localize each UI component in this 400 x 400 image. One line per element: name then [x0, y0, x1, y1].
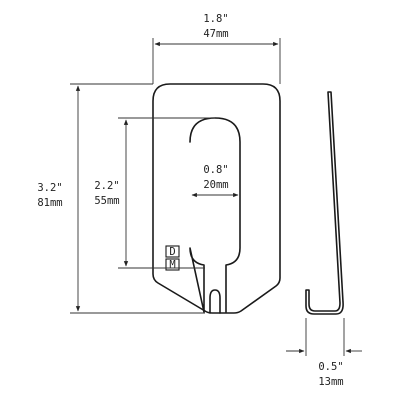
- slot-height-dimension: 2.2" 55mm: [94, 117, 215, 269]
- overall-height-imperial: 3.2": [37, 182, 62, 194]
- overall-height-dimension: 3.2" 81mm: [37, 83, 205, 314]
- overall-width-metric: 47mm: [203, 28, 228, 40]
- hook-depth-imperial: 0.5": [318, 361, 343, 373]
- slot-height-metric: 55mm: [94, 195, 119, 207]
- slot-width-metric: 20mm: [203, 179, 228, 191]
- slot-height-imperial: 2.2": [94, 180, 119, 192]
- svg-text:D: D: [169, 246, 175, 258]
- hook-depth-metric: 13mm: [318, 376, 343, 388]
- overall-width-imperial: 1.8": [203, 13, 228, 25]
- hook-tip: [209, 289, 221, 314]
- overall-width-dimension: 1.8" 47mm: [152, 13, 281, 84]
- slot-width-imperial: 0.8": [203, 164, 228, 176]
- hook-depth-dimension: 0.5" 13mm: [286, 318, 362, 388]
- hook-side-profile: [305, 91, 344, 315]
- hook-front-view: D M: [152, 83, 281, 314]
- svg-text:M: M: [169, 259, 175, 271]
- overall-height-metric: 81mm: [37, 197, 62, 209]
- slot-width-dimension: 0.8" 20mm: [191, 164, 239, 198]
- brand-logo: D M: [165, 245, 180, 271]
- hook-plate-outline: [152, 83, 281, 314]
- hook-inner-slot: [189, 117, 241, 313]
